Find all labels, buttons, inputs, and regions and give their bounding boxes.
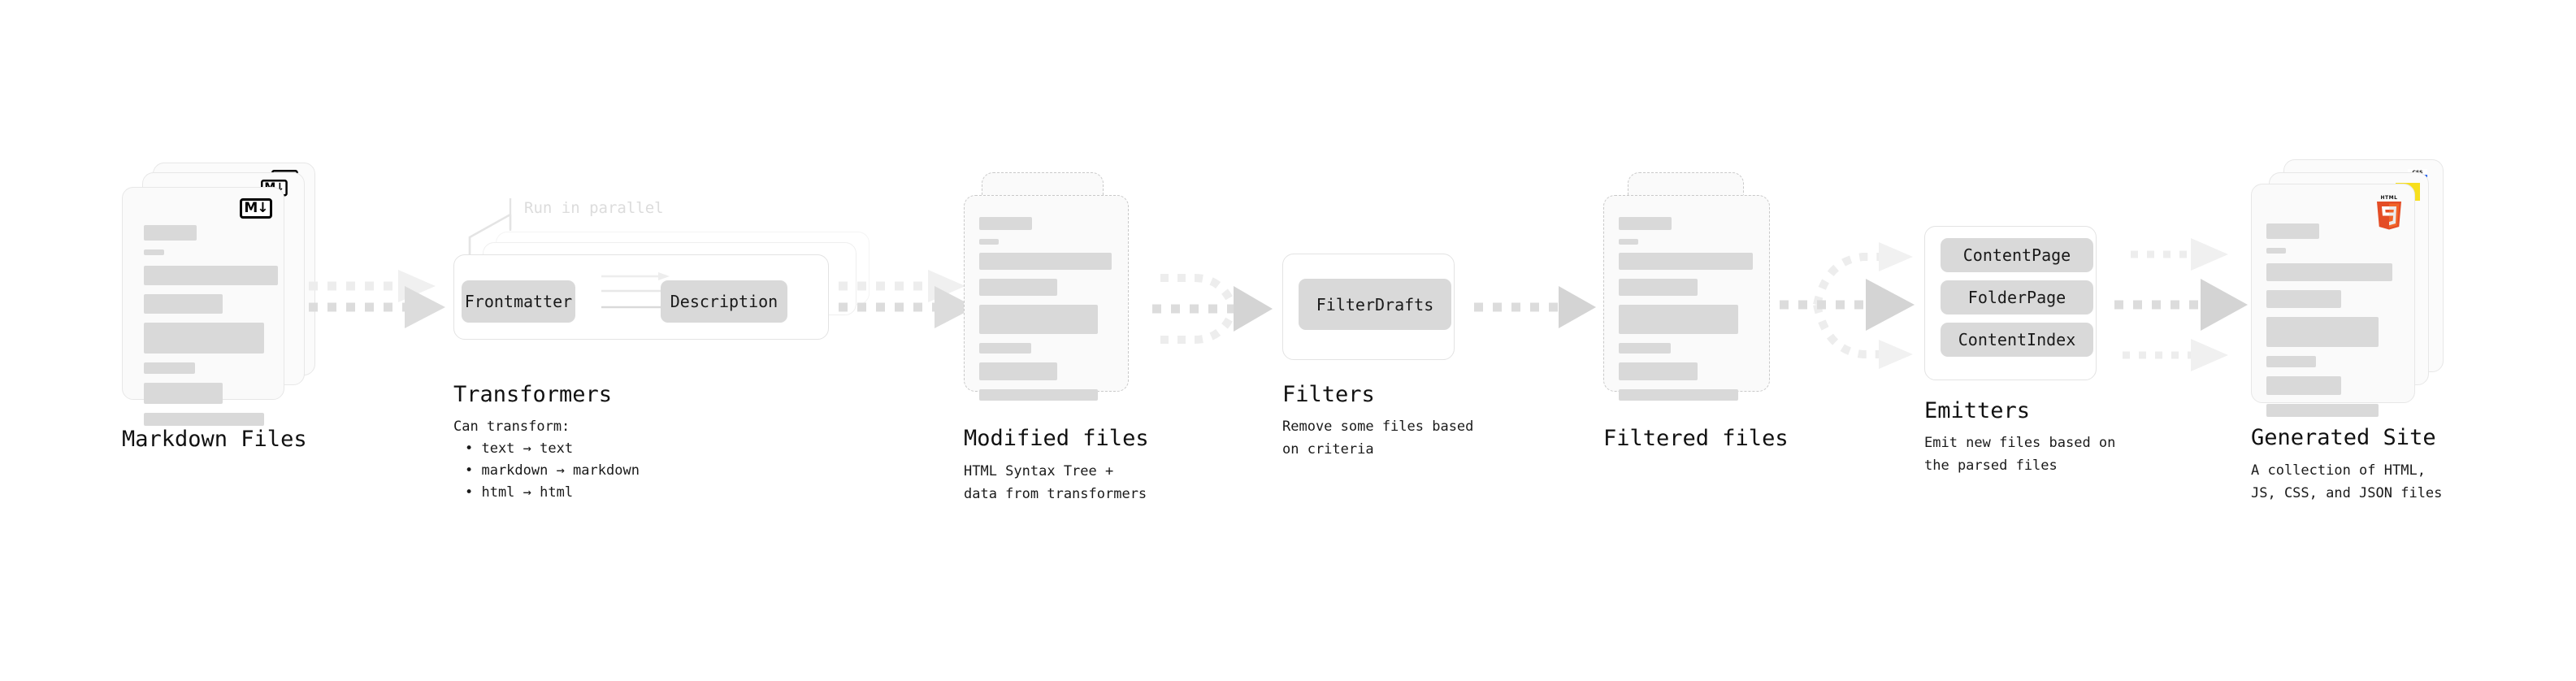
modified-card-front	[964, 195, 1129, 401]
markdown-card-front: M↓	[122, 187, 284, 426]
arrow-filters-to-filtered	[1474, 286, 1596, 328]
filtered-placeholder-bars	[1619, 217, 1753, 410]
markdown-icon: M↓	[240, 198, 272, 219]
modified-files-heading: Modified files	[964, 426, 1149, 451]
arrow-markdown-to-transformers	[309, 270, 445, 328]
svg-text:HTML: HTML	[2381, 195, 2398, 201]
arrow-transformers-to-modified	[839, 270, 975, 328]
generated-site-heading: Generated Site	[2251, 425, 2436, 450]
filtered-card-front	[1603, 195, 1770, 401]
arrow-modified-to-filters-converge	[1152, 274, 1273, 344]
run-in-parallel-label: Run in parallel	[524, 199, 664, 217]
transformers-bullet-2: • html → html	[465, 484, 574, 501]
run-in-parallel-bracket	[468, 198, 512, 257]
emitters-description: Emit new files based on the parsed files	[1924, 435, 2116, 474]
emitters-pill-folderpage[interactable]: FolderPage	[1941, 280, 2093, 314]
transformers-heading: Transformers	[453, 382, 613, 407]
transformers-pill-frontmatter[interactable]: Frontmatter	[462, 280, 575, 323]
transformers-bullet-1: • markdown → markdown	[465, 462, 640, 479]
arrow-emitters-to-site	[2114, 238, 2248, 371]
arrow-filtered-to-emitters-diverge	[1780, 242, 1915, 369]
html5-icon: HTML	[2377, 195, 2401, 230]
emitters-pill-contentpage[interactable]: ContentPage	[1941, 238, 2093, 272]
modified-placeholder-bars	[979, 217, 1112, 410]
site-card-html: HTML	[2251, 184, 2415, 417]
filtered-files-heading: Filtered files	[1603, 426, 1789, 451]
modified-files-description: HTML Syntax Tree + data from transformer…	[964, 463, 1147, 502]
emitters-pill-contentindex[interactable]: ContentIndex	[1941, 323, 2093, 357]
filters-heading: Filters	[1282, 382, 1375, 407]
markdown-files-heading: Markdown Files	[122, 427, 307, 452]
markdown-placeholder-bars	[144, 225, 278, 435]
transformers-description: Can transform:	[453, 419, 570, 435]
transformers-bullet-0: • text → text	[465, 440, 574, 457]
filters-pill-filterdrafts[interactable]: FilterDrafts	[1299, 279, 1451, 330]
generated-site-description: A collection of HTML, JS, CSS, and JSON …	[2251, 462, 2443, 501]
site-placeholder-bars	[2266, 223, 2393, 426]
emitters-heading: Emitters	[1924, 398, 2031, 423]
transformers-pill-description[interactable]: Description	[661, 280, 787, 323]
filters-description: Remove some files based on criteria	[1282, 419, 1474, 458]
markdown-icon-glyph: M↓	[244, 200, 268, 216]
